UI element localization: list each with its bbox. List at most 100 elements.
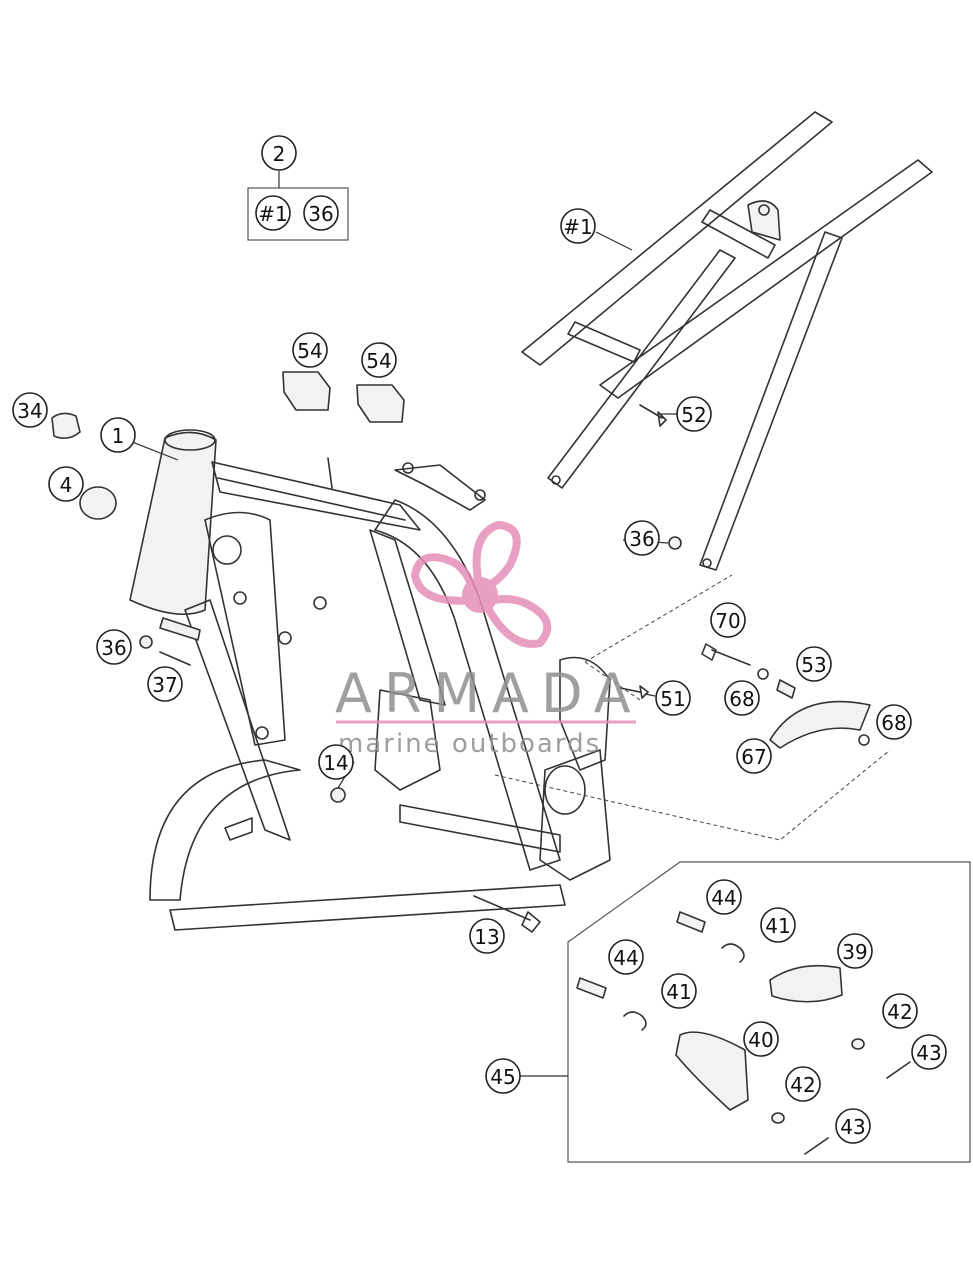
svg-text:34: 34 <box>17 399 42 423</box>
svg-text:#1: #1 <box>258 202 287 226</box>
svg-text:42: 42 <box>887 1000 912 1024</box>
callout-51: 51 <box>655 680 691 716</box>
group-box-2 <box>247 187 349 241</box>
nut-14 <box>330 787 346 803</box>
bolt-70 <box>701 643 751 666</box>
svg-text:37: 37 <box>152 673 177 697</box>
svg-text:43: 43 <box>840 1115 865 1139</box>
bolt-52 <box>639 404 667 427</box>
svg-text:70: 70 <box>715 609 740 633</box>
spring-41-b <box>623 1011 647 1031</box>
svg-text:42: 42 <box>790 1073 815 1097</box>
svg-text:68: 68 <box>881 711 906 735</box>
washer-42-a <box>851 1038 865 1050</box>
callout-36-a: 36 <box>624 520 660 556</box>
footrest-40 <box>675 1031 749 1111</box>
svg-text:52: 52 <box>681 403 706 427</box>
cotter-43-b <box>804 1137 829 1155</box>
cable-clip-34 <box>51 412 81 440</box>
svg-text:45: 45 <box>490 1065 515 1089</box>
svg-text:36: 36 <box>629 527 654 551</box>
svg-text:2: 2 <box>273 142 286 166</box>
bushing-53 <box>776 679 796 699</box>
callout-45: 45 <box>485 1058 521 1094</box>
stand-assembly-outline <box>494 574 891 841</box>
washer-68-b <box>858 734 870 746</box>
callout-43-a: 43 <box>911 1034 947 1070</box>
svg-text:54: 54 <box>297 339 322 363</box>
propeller-logo-icon <box>410 520 552 648</box>
svg-text:68: 68 <box>729 687 754 711</box>
callout-70: 70 <box>710 602 746 638</box>
callout-36-group: 36 <box>303 195 339 231</box>
callout-41-b: 41 <box>661 973 697 1009</box>
nut-36-b <box>668 536 682 550</box>
callout-68-a: 68 <box>724 680 760 716</box>
svg-text:41: 41 <box>765 914 790 938</box>
washer-42-b <box>771 1112 785 1124</box>
pin-44-a <box>676 911 706 933</box>
rubber-pad-54-b <box>356 384 405 423</box>
svg-text:67: 67 <box>741 745 766 769</box>
bolt-37 <box>159 651 191 666</box>
bolt-51 <box>619 685 649 699</box>
callout-54-a: 54 <box>292 332 328 368</box>
callout-41-a: 41 <box>760 907 796 943</box>
callout-13: 13 <box>469 918 505 954</box>
svg-text:13: 13 <box>474 925 499 949</box>
callout-37: 37 <box>147 666 183 702</box>
svg-text:54: 54 <box>366 349 391 373</box>
callout-53: 53 <box>796 646 832 682</box>
callout-hash1-group: #1 <box>255 195 291 231</box>
spring-41-a <box>721 943 745 963</box>
callout-4: 4 <box>48 466 84 502</box>
svg-text:44: 44 <box>613 946 638 970</box>
svg-text:14: 14 <box>323 751 348 775</box>
callout-1: 1 <box>100 417 136 453</box>
bolt-13 <box>473 895 541 933</box>
callout-54-b: 54 <box>361 342 397 378</box>
svg-text:51: 51 <box>660 687 685 711</box>
callout-52: 52 <box>676 396 712 432</box>
nut-36-a <box>139 635 153 649</box>
callout-42-b: 42 <box>785 1066 821 1102</box>
callout-2: 2 <box>261 135 297 171</box>
svg-text:#1: #1 <box>563 215 592 239</box>
footrest-39 <box>769 964 843 1003</box>
callout-40: 40 <box>743 1021 779 1057</box>
watermark-subtitle: marine outboards <box>338 729 601 759</box>
callout-14: 14 <box>318 744 354 780</box>
pin-44-b <box>576 977 607 999</box>
callout-34: 34 <box>12 392 48 428</box>
watermark-title: ARMADA <box>335 662 643 725</box>
side-stand-67 <box>769 700 871 749</box>
main-frame-drawing <box>129 429 611 931</box>
callout-42-a: 42 <box>882 993 918 1029</box>
cover-cap-4 <box>79 486 117 520</box>
callout-67: 67 <box>736 738 772 774</box>
callout-68-b: 68 <box>876 704 912 740</box>
subframe-drawing <box>521 111 933 571</box>
svg-text:36: 36 <box>308 202 333 226</box>
washer-68-a <box>757 668 769 680</box>
callout-39: 39 <box>837 933 873 969</box>
svg-text:41: 41 <box>666 980 691 1004</box>
svg-text:53: 53 <box>801 653 826 677</box>
callout-43-b: 43 <box>835 1108 871 1144</box>
svg-text:4: 4 <box>60 473 73 497</box>
rubber-pad-54-a <box>282 371 331 411</box>
footrest-group-box <box>567 861 971 1163</box>
svg-text:1: 1 <box>112 424 125 448</box>
callout-hash1: #1 <box>560 208 596 244</box>
armada-watermark: ARMADA marine outboards <box>335 520 643 759</box>
svg-text:44: 44 <box>711 886 736 910</box>
svg-text:40: 40 <box>748 1028 773 1052</box>
svg-text:36: 36 <box>101 636 126 660</box>
svg-text:43: 43 <box>916 1041 941 1065</box>
cotter-43-a <box>886 1061 911 1079</box>
callout-44-a: 44 <box>706 879 742 915</box>
bushing-drawing <box>159 617 201 641</box>
callout-36-b: 36 <box>96 629 132 665</box>
callout-44-b: 44 <box>608 939 644 975</box>
